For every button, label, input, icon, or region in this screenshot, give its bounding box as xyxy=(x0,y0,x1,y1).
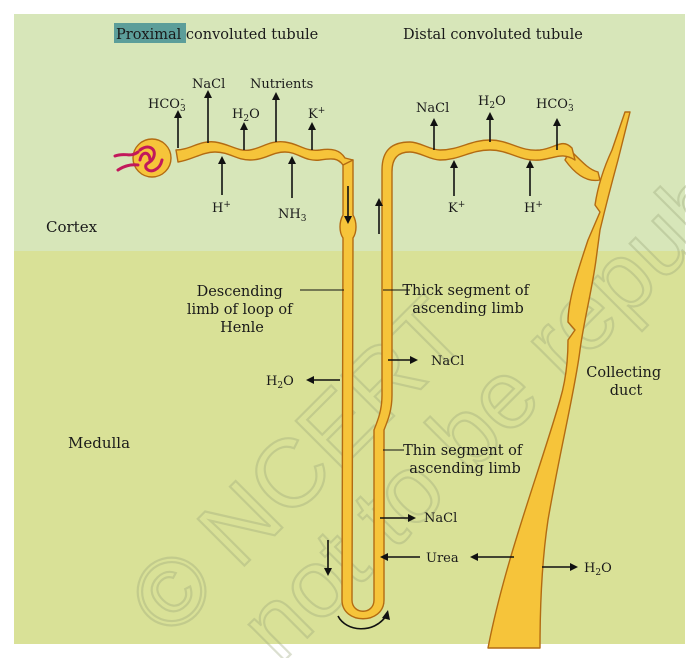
medulla-label: Medulla xyxy=(68,434,130,452)
descending-limb xyxy=(339,139,576,620)
ion-nacl-dct: NaCl xyxy=(416,101,449,116)
collecting-duct xyxy=(487,111,631,649)
ion-h2o-duct: H2O xyxy=(584,561,612,578)
cortex-label: Cortex xyxy=(46,218,98,236)
ion-nutrients: Nutrients xyxy=(250,77,313,92)
proximal-highlight-box xyxy=(114,23,186,43)
ion-h2o-descending: H2O xyxy=(266,374,294,391)
thin-segment-label: Thin segment of ascending limb xyxy=(403,443,527,477)
ion-nacl-thin: NaCl xyxy=(424,511,457,526)
ion-h-dct: H+ xyxy=(524,200,543,216)
ion-hco3-dct: HCO3- xyxy=(536,95,574,114)
dct-arrows xyxy=(430,112,561,196)
flow-arrows xyxy=(324,186,390,630)
ion-k-pct: K+ xyxy=(308,106,325,122)
ion-h2o-pct: H2O xyxy=(232,107,260,124)
distal-tubule-heading: Distal convoluted tubule xyxy=(403,27,583,43)
ion-hco3-pct: HCO3- xyxy=(148,95,186,114)
medulla-arrows xyxy=(306,356,578,571)
pct-arrows xyxy=(174,90,316,198)
ion-h-pct: H+ xyxy=(212,200,231,216)
ion-h2o-dct: H2O xyxy=(478,94,506,111)
proximal-tubule xyxy=(175,140,354,166)
proximal-tubule-heading: Proximal convoluted tubule xyxy=(116,27,318,43)
leader-lines xyxy=(300,289,410,451)
ion-nh3: NH3 xyxy=(278,207,307,224)
thick-segment-label: Thick segment of ascending limb xyxy=(402,283,533,317)
ion-k-dct: K+ xyxy=(448,200,465,216)
urea-label: Urea xyxy=(426,551,459,566)
ion-nacl-pct: NaCl xyxy=(192,77,225,92)
glomerulus xyxy=(113,145,164,173)
collecting-duct-label: Collecting duct xyxy=(586,365,666,399)
ion-nacl-thick: NaCl xyxy=(431,354,464,369)
descending-limb-label: Descending limb of loop of Henle xyxy=(187,284,297,336)
